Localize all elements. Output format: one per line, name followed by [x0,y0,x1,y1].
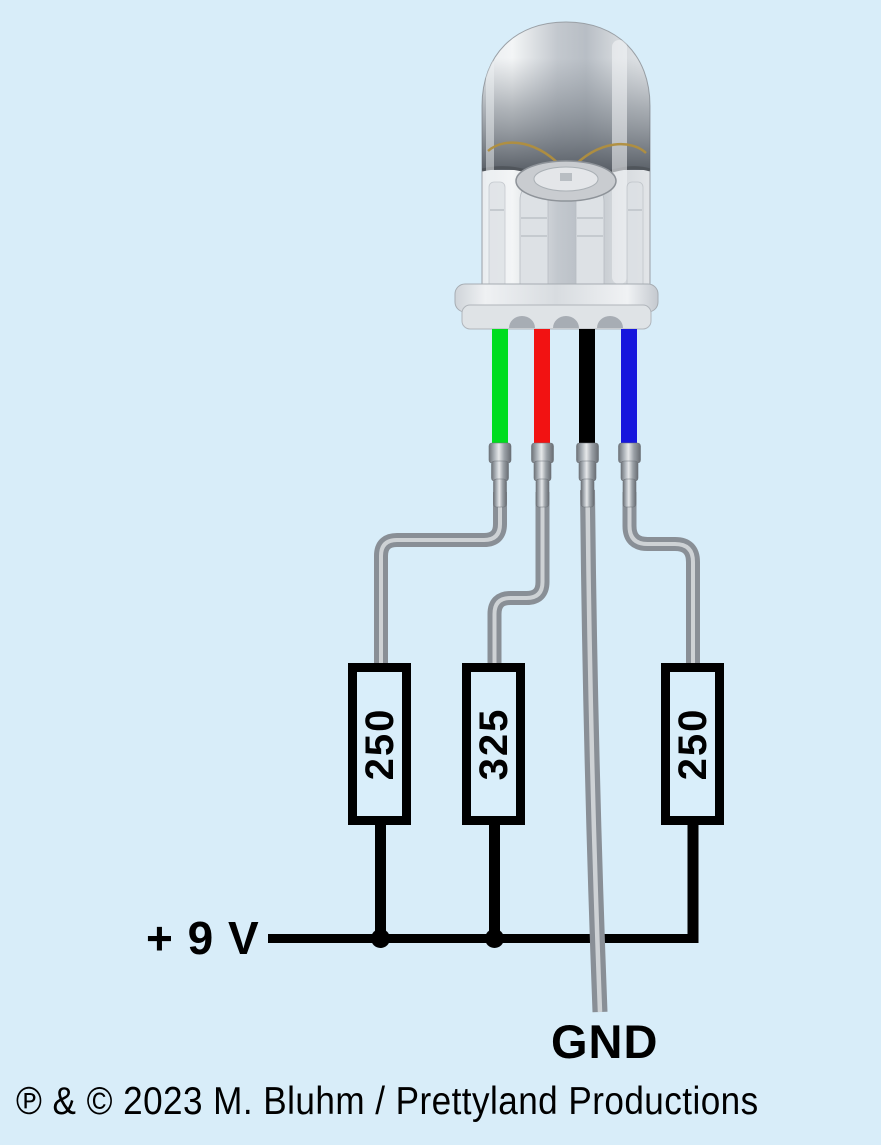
crimp-green [488,442,512,508]
resistor-2-lead [489,823,500,939]
crimp-red [531,442,554,508]
schematic [268,663,724,948]
resistor-3-box [661,663,724,825]
led-pillar-ridges [490,209,642,237]
lead-band-blue [621,329,637,443]
resistor-1-box [348,663,411,825]
ground-label: GND [551,1015,659,1068]
blue-lead-wire [622,492,700,666]
led-highlight-right [612,40,627,284]
led-flange-notches [509,316,623,328]
junction-dot-2 [485,929,504,948]
junction-dot-1 [371,929,390,948]
supply-rail [268,934,699,943]
resistor-2-box [462,663,525,825]
crimp-blue [618,442,641,508]
resistor-2-value: 325 [471,707,516,781]
led-reflector-cup [515,160,617,202]
resistor-3-lead [687,823,699,939]
lead-crimps [488,442,641,508]
supply-voltage-label: + 9 V [146,912,260,964]
lead-band-red [534,329,550,443]
resistor-1-lead [375,823,386,939]
resistor-3-value: 250 [670,707,715,781]
crimp-black [576,442,599,508]
lead-color-bands [492,329,637,443]
led-photo [454,21,659,330]
gnd-lead-wire [580,489,608,1013]
red-lead-wire [487,492,550,666]
lead-band-green [492,329,508,443]
green-lead-wire [374,492,507,666]
lead-band-black [579,329,595,443]
copyright-text: ℗ & © 2023 M. Bluhm / Prettyland Product… [16,1080,759,1123]
lead-wires [374,492,700,666]
resistor-1-value: 250 [357,707,402,781]
